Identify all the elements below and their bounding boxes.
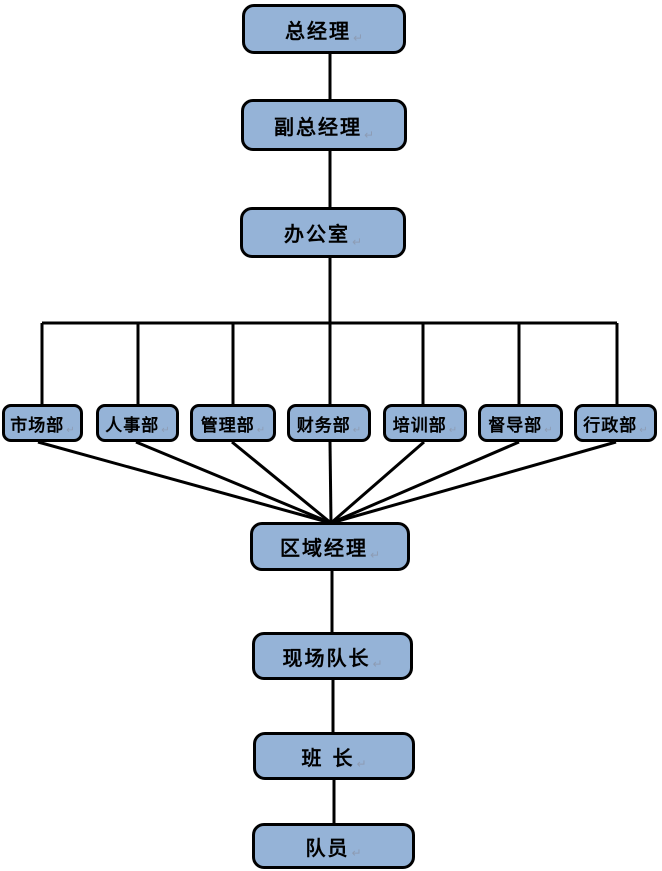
- org-node-regional-manager[interactable]: 区域经理↵: [250, 522, 410, 571]
- org-node-label: 人事部: [105, 415, 160, 436]
- org-node-label: 区域经理: [279, 536, 368, 560]
- org-node-label: 总经理: [284, 18, 351, 43]
- connector-line: [330, 440, 425, 525]
- org-node-label: 副总经理: [273, 114, 362, 139]
- org-node-label: 培训部: [392, 415, 447, 436]
- paragraph-mark-icon: ↵: [352, 425, 362, 436]
- paragraph-mark-icon: ↵: [256, 425, 266, 436]
- org-node-supervision-dept[interactable]: 督导部↵: [478, 404, 563, 442]
- org-node-squad-leader[interactable]: 班 长↵: [253, 732, 415, 780]
- org-node-label: 现场队长: [282, 645, 371, 670]
- paragraph-mark-icon: ↵: [66, 425, 75, 436]
- connector-line: [330, 440, 617, 525]
- org-node-label: 行政部: [583, 415, 638, 436]
- paragraph-mark-icon: ↵: [356, 757, 367, 771]
- org-node-finance-dept[interactable]: 财务部↵: [287, 404, 371, 442]
- org-node-management-dept[interactable]: 管理部↵: [190, 404, 276, 442]
- paragraph-mark-icon: ↵: [639, 425, 648, 436]
- paragraph-mark-icon: ↵: [363, 128, 375, 142]
- paragraph-mark-icon: ↵: [351, 846, 362, 860]
- org-node-site-captain[interactable]: 现场队长↵: [252, 632, 413, 680]
- org-node-marketing-dept[interactable]: 市场部↵: [2, 404, 83, 442]
- connector-line: [328, 441, 333, 524]
- org-node-label: 队员: [305, 835, 350, 860]
- org-node-label: 班 长: [301, 745, 355, 770]
- org-node-admin-dept[interactable]: 行政部↵: [574, 404, 657, 442]
- org-node-training-dept[interactable]: 培训部↵: [383, 404, 467, 442]
- connector-line: [330, 440, 520, 525]
- org-node-general-manager[interactable]: 总经理↵: [242, 4, 406, 54]
- connector-line: [231, 440, 332, 525]
- paragraph-mark-icon: ↵: [161, 425, 170, 436]
- connector-line: [37, 440, 332, 525]
- org-node-label: 市场部: [10, 415, 65, 436]
- paragraph-mark-icon: ↵: [372, 657, 383, 671]
- org-node-label: 办公室: [283, 222, 350, 246]
- org-node-office[interactable]: 办公室↵: [240, 207, 406, 258]
- org-node-label: 督导部: [488, 415, 543, 436]
- org-node-deputy-general-manager[interactable]: 副总经理↵: [241, 99, 407, 151]
- paragraph-mark-icon: ↵: [369, 548, 381, 562]
- org-node-team-member[interactable]: 队员↵: [252, 823, 415, 869]
- org-node-label: 管理部: [200, 415, 255, 436]
- org-node-label: 财务部: [296, 415, 351, 436]
- paragraph-mark-icon: ↵: [352, 31, 364, 45]
- org-node-hr-dept[interactable]: 人事部↵: [96, 404, 179, 442]
- paragraph-mark-icon: ↵: [351, 235, 363, 249]
- paragraph-mark-icon: ↵: [544, 425, 553, 436]
- paragraph-mark-icon: ↵: [448, 425, 458, 436]
- connector-line: [135, 440, 332, 525]
